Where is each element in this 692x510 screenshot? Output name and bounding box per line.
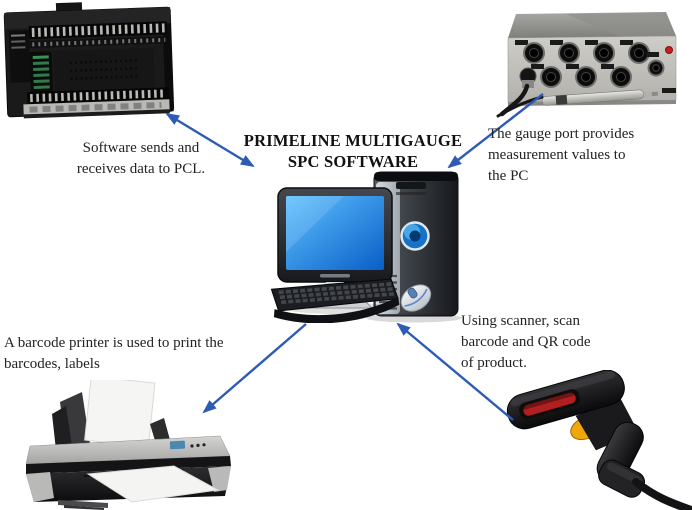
pc-tower <box>366 171 462 323</box>
desktop-pc-image <box>264 158 464 323</box>
printer-control-panel <box>169 440 206 450</box>
gauge-led <box>665 46 673 54</box>
gauge-port-icon <box>496 12 677 118</box>
printer-input-paper <box>84 380 156 448</box>
gauge-port-box-image <box>496 4 692 122</box>
barcode-printer-icon <box>25 380 231 510</box>
monitor-screen <box>286 196 384 270</box>
barcode-printer-annotation: A barcode printer is used to print the b… <box>4 335 224 372</box>
plc-icon <box>3 2 175 119</box>
scanner-annotation: Using scanner, scan barcode and QR code … <box>461 313 591 371</box>
barcode-scanner-image <box>498 370 692 510</box>
plc-annotation: Software sends and receives data to PCL. <box>76 140 206 177</box>
scanner-cable <box>632 478 692 510</box>
printer-output-paper <box>86 465 220 503</box>
scanner-head <box>506 370 625 430</box>
pc-keyboard <box>270 278 400 323</box>
diagram-title: PRIMELINE MULTIGAUGE SPC SOFTWARE <box>243 131 463 171</box>
plc-controller-image <box>0 2 180 126</box>
gauge-probe <box>541 89 658 106</box>
desktop-pc-icon <box>270 171 462 323</box>
gauge-connectors <box>515 40 676 93</box>
scanner-window <box>523 392 576 416</box>
pc-mouse <box>400 284 432 312</box>
pc-monitor <box>277 187 393 314</box>
gauge-port-annotation: The gauge port provides measurement valu… <box>488 126 635 184</box>
barcode-printer-image <box>24 380 238 510</box>
barcode-scanner-icon <box>506 370 692 510</box>
